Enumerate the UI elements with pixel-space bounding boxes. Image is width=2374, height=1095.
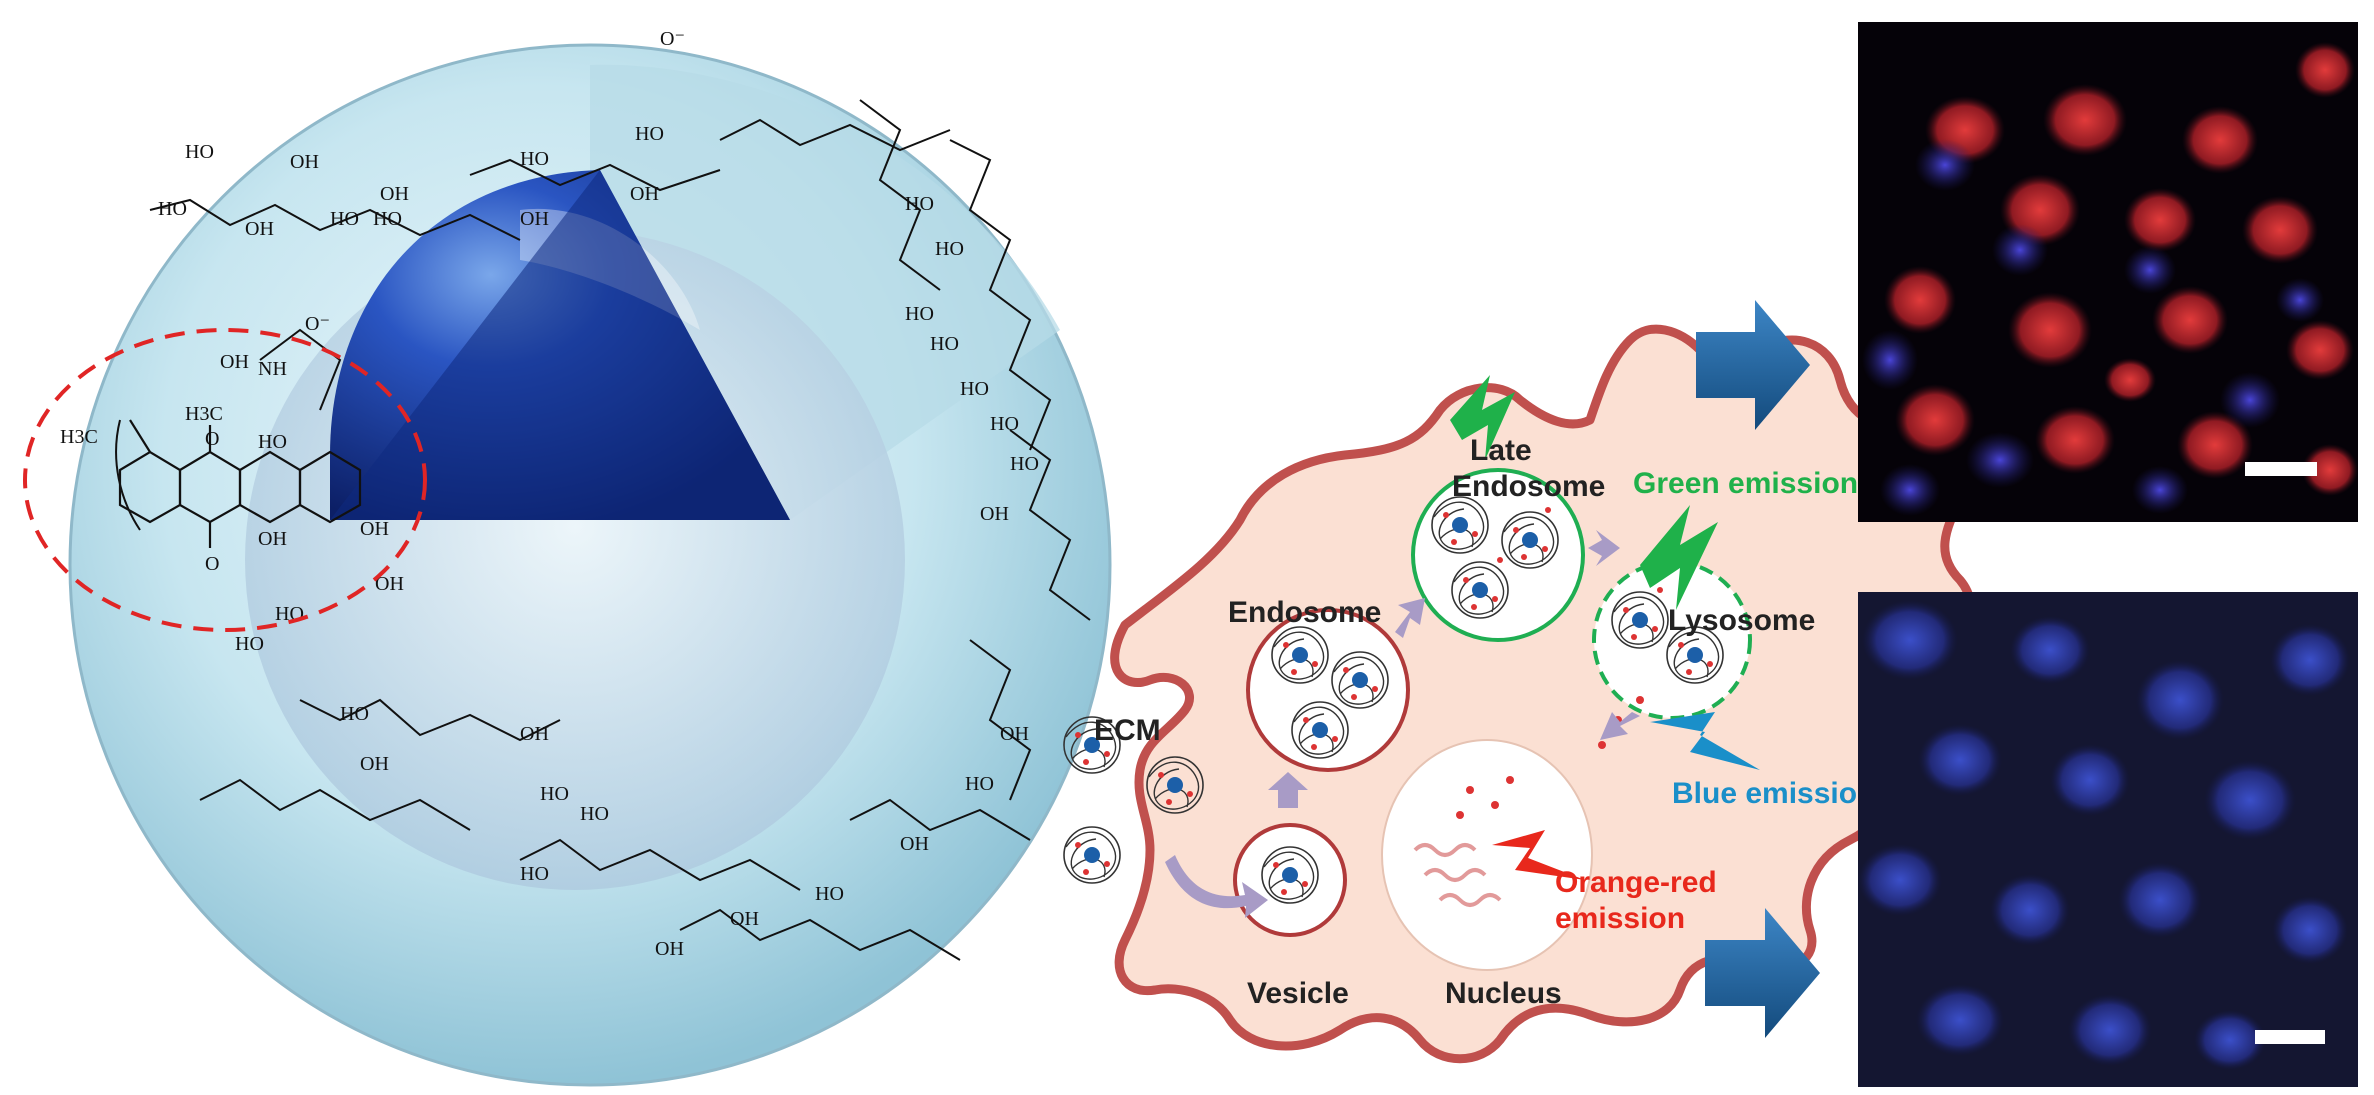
chem-label: HO	[990, 413, 1019, 435]
ecm-label: ECM	[1094, 714, 1161, 747]
blue-cells	[1858, 600, 2350, 1070]
late-endosome-label-line1: Late	[1470, 434, 1532, 467]
chem-label: OH	[1000, 723, 1029, 745]
chem-label: HO	[580, 803, 609, 825]
chem-label: HO	[185, 141, 214, 163]
upper-right-arrow-icon	[1696, 300, 1810, 430]
nucleus-compartment	[1381, 739, 1593, 971]
red-lightning-icon	[1492, 830, 1585, 880]
scale-bar	[2255, 1030, 2325, 1044]
orange-red-emission-label-line2: emission	[1555, 902, 1685, 935]
chem-label: HO	[340, 703, 369, 725]
chem-label: HO	[158, 198, 187, 220]
chem-label: OH	[375, 573, 404, 595]
chem-label: OH	[245, 218, 274, 240]
chem-label: HO	[960, 378, 989, 400]
green-lightning-icon	[1640, 505, 1718, 610]
chem-label: H3C	[60, 426, 98, 448]
core-cut-face	[330, 170, 790, 520]
blue-lightning-icon	[1650, 712, 1760, 770]
green-lightning-icon	[1450, 375, 1515, 460]
blue-emission-label: Blue emission	[1672, 777, 1875, 810]
nucleus-label: Nucleus	[1445, 977, 1562, 1010]
vesicle-label: Vesicle	[1247, 977, 1349, 1010]
chem-label: O	[205, 428, 219, 450]
trafficking-arrows	[1165, 530, 1640, 918]
chem-label: HO	[1010, 453, 1039, 475]
chem-label: HO	[965, 773, 994, 795]
chem-label: HO	[905, 303, 934, 325]
chem-label: OH	[360, 518, 389, 540]
up-arrow-icon	[1395, 598, 1425, 638]
chem-label: HO	[815, 883, 844, 905]
chem-label: OH	[730, 908, 759, 930]
chem-label: HO	[373, 208, 402, 230]
chem-label: O⁻	[305, 313, 330, 335]
endosome-label: Endosome	[1228, 596, 1381, 629]
late-endosome-compartment	[1411, 468, 1585, 642]
chem-label: OH	[380, 183, 409, 205]
chem-label: OH	[520, 208, 549, 230]
chem-label: OH	[980, 503, 1009, 525]
scale-bar	[2245, 462, 2317, 476]
chem-label: OH	[900, 833, 929, 855]
chem-label: HO	[258, 431, 287, 453]
chem-label: HO	[520, 148, 549, 170]
nanoparticle-illustration: HO OH HO OH HO OH HO HO OH HO OH O⁻ O⁻ O…	[23, 28, 1112, 1087]
chem-label: HO	[540, 783, 569, 805]
late-endosome-label-line2: Endosome	[1452, 470, 1605, 503]
drug-molecule-sketch	[118, 419, 362, 548]
chem-label: HO	[235, 633, 264, 655]
lysosome-label: Lysosome	[1668, 604, 1815, 637]
chem-label: OH	[655, 938, 684, 960]
chem-label: HO	[905, 193, 934, 215]
upper-micrograph	[1858, 22, 2358, 522]
red-cells	[1884, 42, 2358, 496]
chem-label: NH	[258, 358, 287, 380]
curved-uptake-arrow-icon	[1165, 855, 1268, 918]
chem-label: HO	[635, 123, 664, 145]
down-left-arrow-icon	[1600, 712, 1640, 740]
chem-label: OH	[258, 528, 287, 550]
chem-label: OH	[290, 151, 319, 173]
chem-label: H3C	[185, 403, 223, 425]
up-arrow-icon	[1268, 772, 1308, 808]
blue-nuclei	[1862, 139, 2324, 516]
chem-label: HO	[935, 238, 964, 260]
cell-diagram: ECM Endosome Late Endosome Lysosome Vesi…	[1063, 324, 1975, 1064]
green-emission-label: Green emission	[1633, 467, 1858, 500]
right-arrow-icon	[1588, 530, 1620, 566]
orange-red-emission-label-line1: Orange-red	[1555, 866, 1717, 899]
chem-label: OH	[520, 723, 549, 745]
dna-strands	[1413, 843, 1502, 907]
polymer-chains	[115, 99, 1091, 961]
chem-label: O	[205, 553, 219, 575]
drug-highlight-ellipse	[23, 328, 427, 632]
chem-label: O⁻	[660, 28, 685, 50]
lower-right-arrow-icon	[1705, 908, 1820, 1038]
chem-label: HO	[330, 208, 359, 230]
chem-label: OH	[630, 183, 659, 205]
chem-label: HO	[520, 863, 549, 885]
chemical-labels: HO OH HO OH HO OH HO HO OH HO OH O⁻ O⁻ O…	[60, 28, 1039, 960]
chem-label: HO	[930, 333, 959, 355]
chem-label: OH	[360, 753, 389, 775]
chem-label: OH	[220, 351, 249, 373]
lower-micrograph	[1858, 592, 2358, 1087]
endosome-compartment	[1246, 608, 1410, 772]
